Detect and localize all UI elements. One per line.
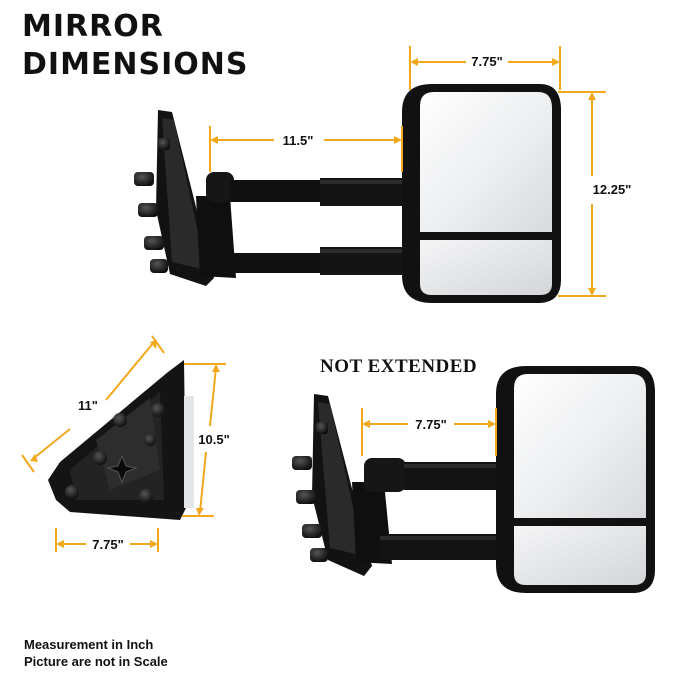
lower-arm-outer	[230, 253, 322, 273]
mirror-glass-bottom	[514, 374, 646, 518]
dimension-top-height	[558, 91, 606, 297]
dimension-top-arm	[209, 126, 403, 172]
upper-arm-socket-bottom	[364, 458, 406, 492]
spotter-glass-bottom	[514, 526, 646, 585]
mirror-glass-top	[420, 92, 552, 232]
dimension-side-diag	[21, 335, 165, 473]
mount-bolts-top	[134, 138, 170, 273]
note-line-1: Measurement in Inch	[24, 637, 154, 652]
upper-arm-outer	[230, 180, 322, 202]
page-title: MIRROR DIMENSIONS	[22, 8, 249, 84]
dimension-side-height	[182, 363, 226, 517]
label-top-width: 7.75"	[471, 54, 502, 69]
label-side-height: 10.5"	[198, 432, 229, 447]
label-bottom-arm: 7.75"	[415, 417, 446, 432]
mount-star-marker	[106, 454, 138, 484]
mount-bolts-side	[65, 403, 165, 503]
not-extended-label: NOT EXTENDED	[320, 356, 478, 377]
note-line-2: Picture are not in Scale	[24, 654, 168, 669]
mount-bolts-bottom	[292, 422, 328, 562]
title-line-1: MIRROR	[22, 9, 164, 44]
dimension-top-width	[409, 46, 561, 90]
label-side-width: 7.75"	[92, 537, 123, 552]
spotter-glass-top	[420, 240, 552, 295]
not-extended-mirror	[292, 366, 655, 593]
hinge-block-top	[196, 196, 236, 278]
scale-note: Measurement in Inch Picture are not in S…	[24, 636, 168, 670]
dimension-side-width	[55, 528, 159, 552]
upper-arm-socket	[206, 172, 234, 202]
mount-side-view	[48, 360, 194, 520]
title-line-2: DIMENSIONS	[22, 47, 249, 82]
label-top-height: 12.25"	[593, 182, 632, 197]
label-top-arm: 11.5"	[283, 133, 314, 148]
dimension-bottom-arm	[361, 408, 497, 456]
extended-mirror	[134, 84, 561, 303]
label-side-diag: 11"	[78, 398, 98, 413]
mount-glass-edge	[184, 396, 194, 508]
